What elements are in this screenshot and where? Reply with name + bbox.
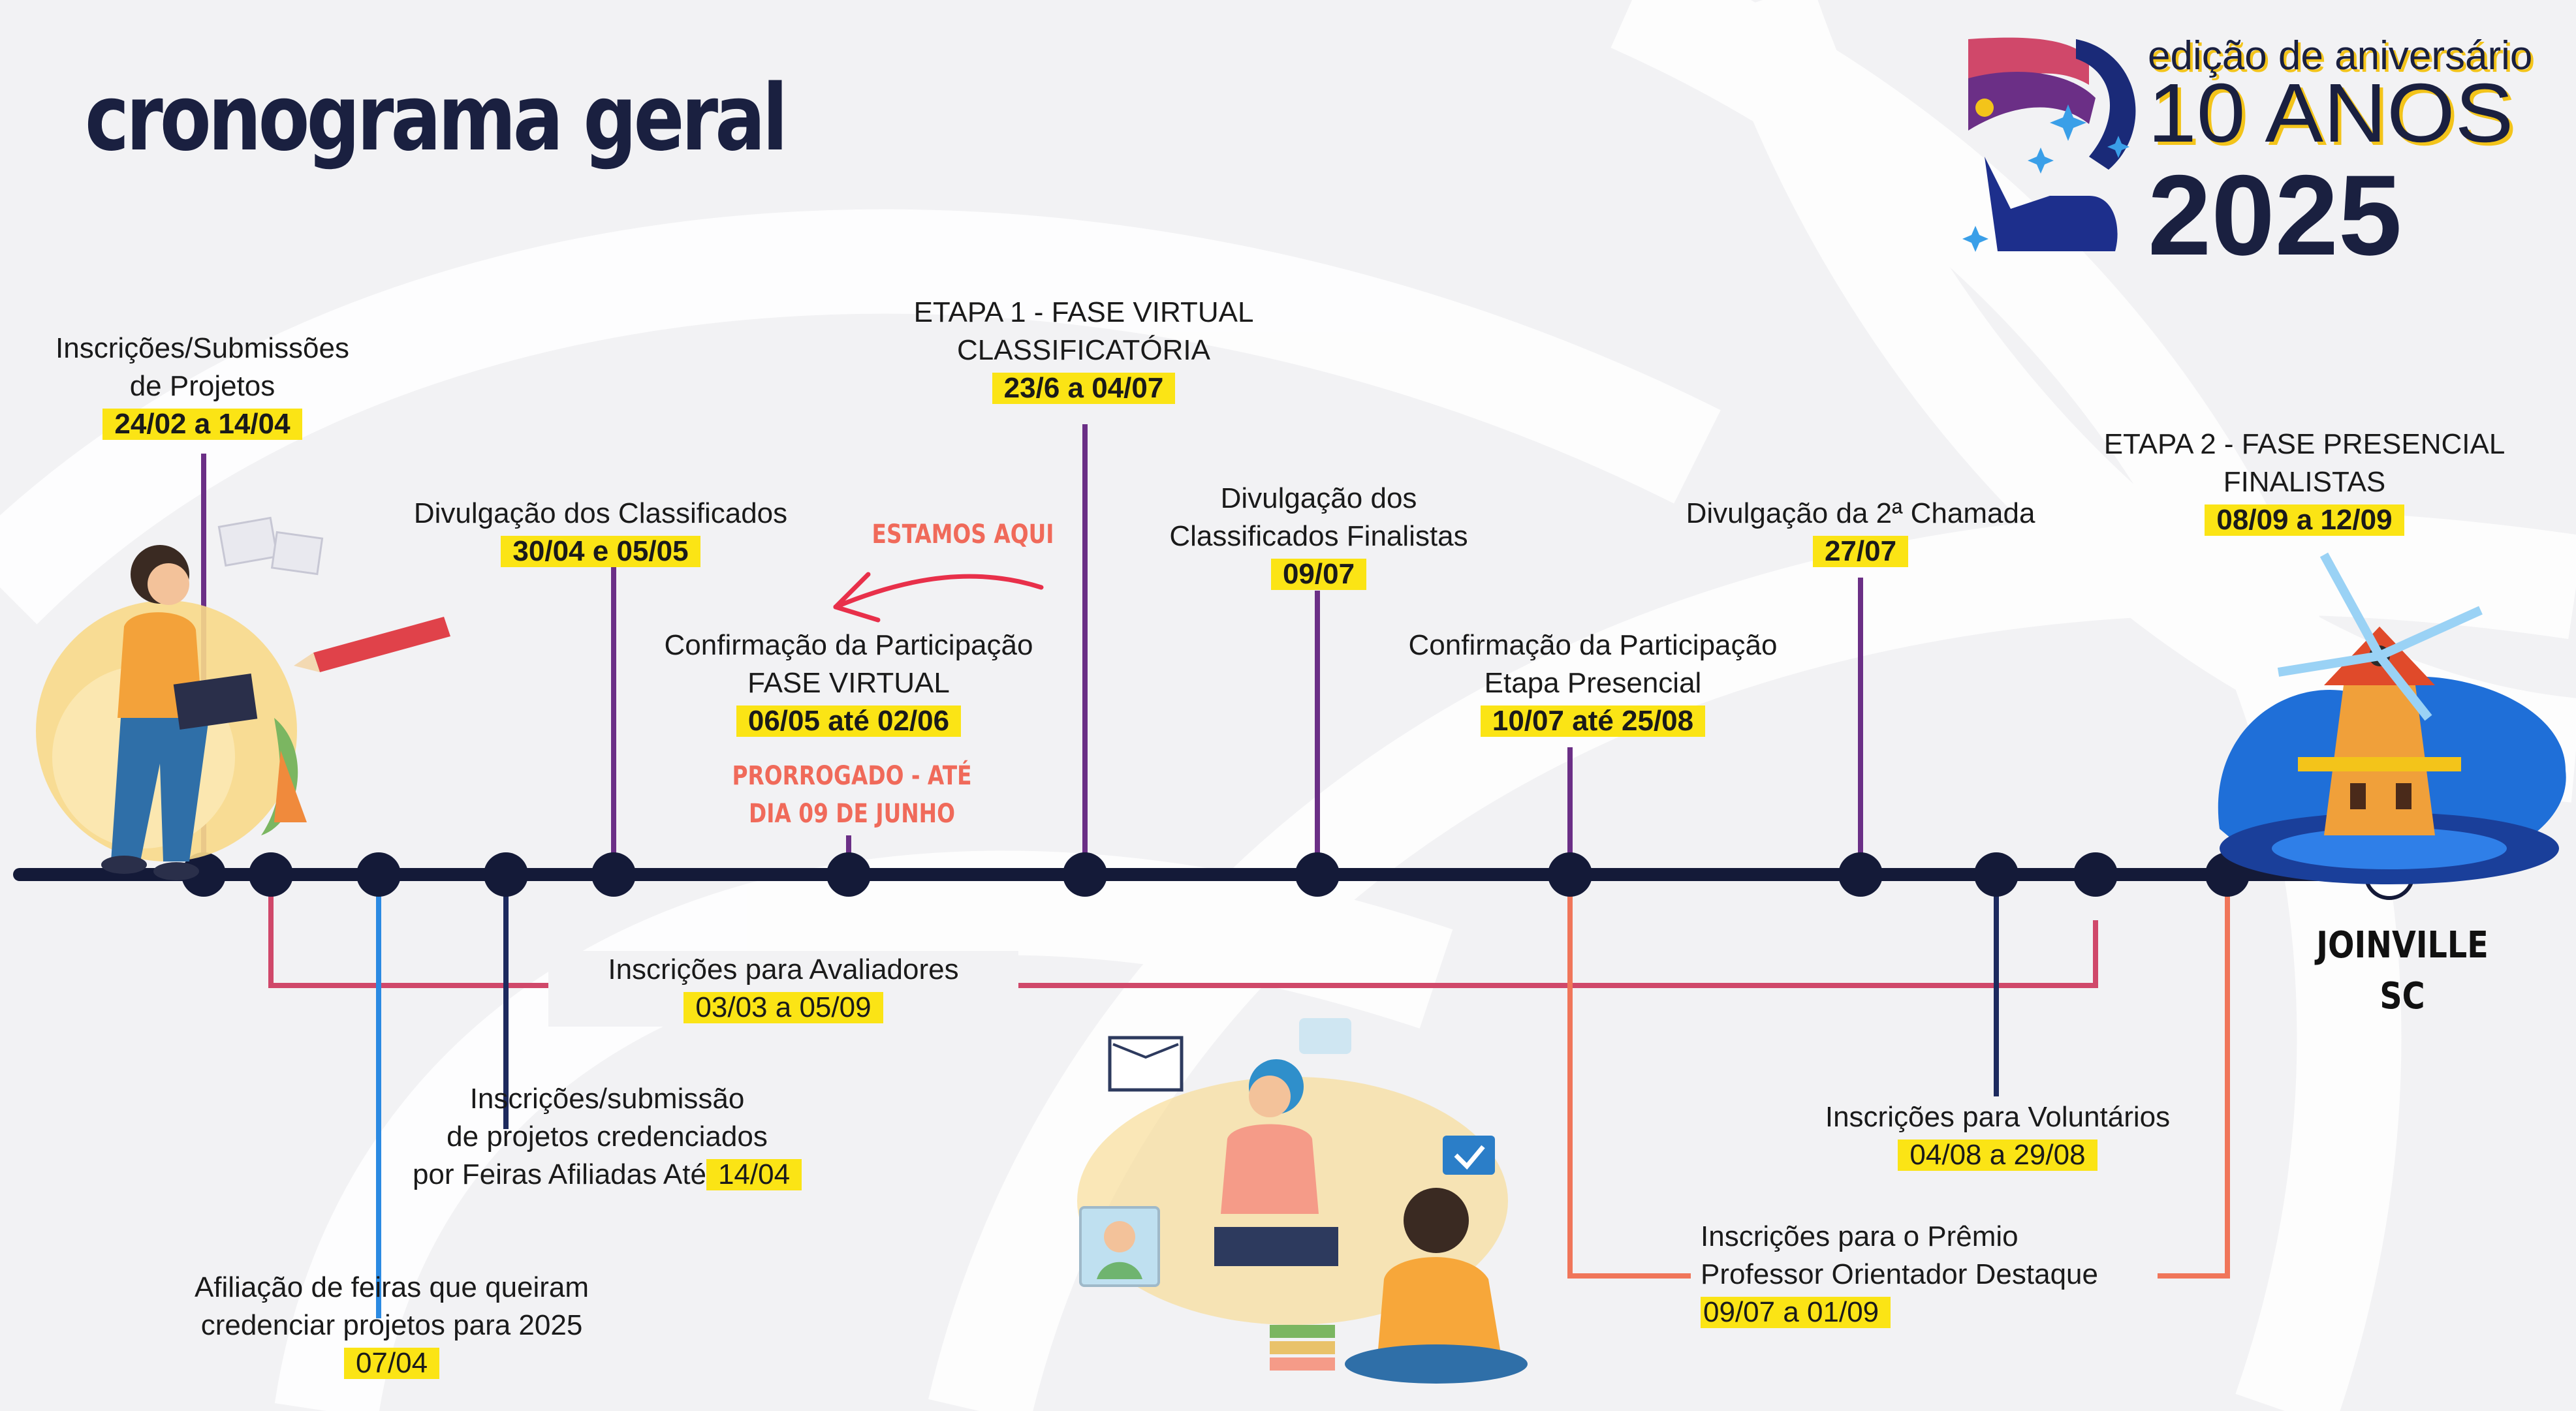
event-label: por Feiras Afiliadas Até [412, 1158, 706, 1190]
location-label: JOINVILLE SC [2314, 920, 2491, 1022]
event-label: ETAPA 2 - FASE PRESENCIAL [2103, 428, 2505, 460]
event-date: 06/05 até 02/06 [736, 706, 962, 737]
event-label: credenciar projetos para 2025 [200, 1309, 583, 1341]
event-label: Inscrições para Voluntários [1825, 1101, 2171, 1133]
event-afiliacao: Afiliação de feiras que queiram credenci… [163, 1269, 620, 1382]
event-label: de projetos credenciados [447, 1121, 768, 1153]
event-divulgacao-finalistas: Divulgação dos Classificados Finalistas … [1123, 480, 1515, 593]
event-date: 14/04 [706, 1159, 802, 1190]
event-label: Afiliação de feiras que queiram [194, 1271, 589, 1303]
event-avaliadores: Inscrições para Avaliadores 03/03 a 05/0… [548, 951, 1018, 1027]
event-label: Inscrições para Avaliadores [608, 954, 959, 985]
event-label: Divulgação dos Classificados [413, 497, 788, 529]
event-label: Inscrições/Submissões [55, 332, 349, 364]
event-divulgacao-classificados: Divulgação dos Classificados 30/04 e 05/… [392, 495, 809, 570]
location-state: SC [2380, 975, 2425, 1017]
teacher-illustration [1077, 1018, 1528, 1384]
event-inscricoes-projetos: Inscrições/Submissões de Projetos 24/02 … [20, 330, 385, 443]
event-confirmacao-presencial: Confirmação da Participação Etapa Presen… [1364, 627, 1821, 740]
logo-anos-text: 10 ANOS [2148, 67, 2514, 160]
event-label: Etapa Presencial [1484, 667, 1702, 699]
event-voluntarios: Inscrições para Voluntários 04/08 a 29/0… [1776, 1098, 2220, 1174]
event-label: de Projetos [129, 370, 275, 402]
extension-line: PRORROGADO - ATÉ [732, 761, 972, 791]
event-date: 24/02 a 14/04 [102, 409, 302, 440]
current-stage-note: ESTAMOS AQUI [872, 519, 1054, 550]
windmill-illustration [2218, 552, 2566, 884]
event-date: 07/04 [343, 1348, 440, 1379]
event-etapa2: ETAPA 2 - FASE PRESENCIAL FINALISTAS 08/… [2063, 426, 2546, 539]
event-date: 10/07 até 25/08 [1480, 706, 1706, 737]
event-date: 09/07 a 01/09 [1701, 1297, 1891, 1328]
event-label: Classificados Finalistas [1169, 520, 1468, 552]
event-label: Inscrições para o Prêmio [1701, 1220, 2018, 1252]
event-label: Professor Orientador Destaque [1701, 1258, 2098, 1290]
event-label: Divulgação da 2ª Chamada [1686, 497, 2035, 529]
event-label: Inscrições/submissão [469, 1083, 745, 1115]
logo-edition-text: edição de aniversário [2148, 33, 2533, 78]
extension-note: PRORROGADO - ATÉ DIA 09 DE JUNHO [732, 757, 973, 833]
student-illustration [36, 516, 450, 880]
event-date: 04/08 a 29/08 [1898, 1140, 2097, 1171]
event-segunda-chamada: Divulgação da 2ª Chamada 27/07 [1639, 495, 2082, 570]
event-label: Confirmação da Participação [664, 629, 1033, 661]
page-title: cronograma geral [85, 65, 788, 172]
event-credenciados: Inscrições/submissão de projetos credenc… [379, 1080, 836, 1194]
event-date: 30/04 e 05/05 [501, 536, 700, 567]
event-label: CLASSIFICATÓRIA [957, 334, 1210, 366]
event-confirmacao-virtual: Confirmação da Participação FASE VIRTUAL… [627, 627, 1071, 740]
event-date: 08/09 a 12/09 [2205, 504, 2404, 536]
extension-line: DIA 09 DE JUNHO [749, 799, 955, 829]
location-city: JOINVILLE [2316, 924, 2489, 967]
event-premio: Inscrições para o Prêmio Professor Orien… [1701, 1218, 2171, 1331]
event-etapa1: ETAPA 1 - FASE VIRTUAL CLASSIFICATÓRIA 2… [868, 294, 1299, 407]
logo-year-text: 2025 [2148, 152, 2402, 279]
event-label: ETAPA 1 - FASE VIRTUAL [913, 296, 1254, 328]
event-label: FASE VIRTUAL [747, 667, 950, 699]
event-date: 23/6 a 04/07 [992, 373, 1176, 404]
event-label: FINALISTAS [2223, 466, 2386, 498]
event-label: Divulgação dos [1220, 482, 1417, 514]
arrow-icon [833, 572, 1044, 623]
event-label: Confirmação da Participação [1408, 629, 1778, 661]
event-date: 03/03 a 05/09 [683, 992, 883, 1023]
event-date: 27/07 [1812, 536, 1909, 567]
logo-mark [1962, 37, 2136, 252]
event-date: 09/07 [1270, 559, 1367, 590]
